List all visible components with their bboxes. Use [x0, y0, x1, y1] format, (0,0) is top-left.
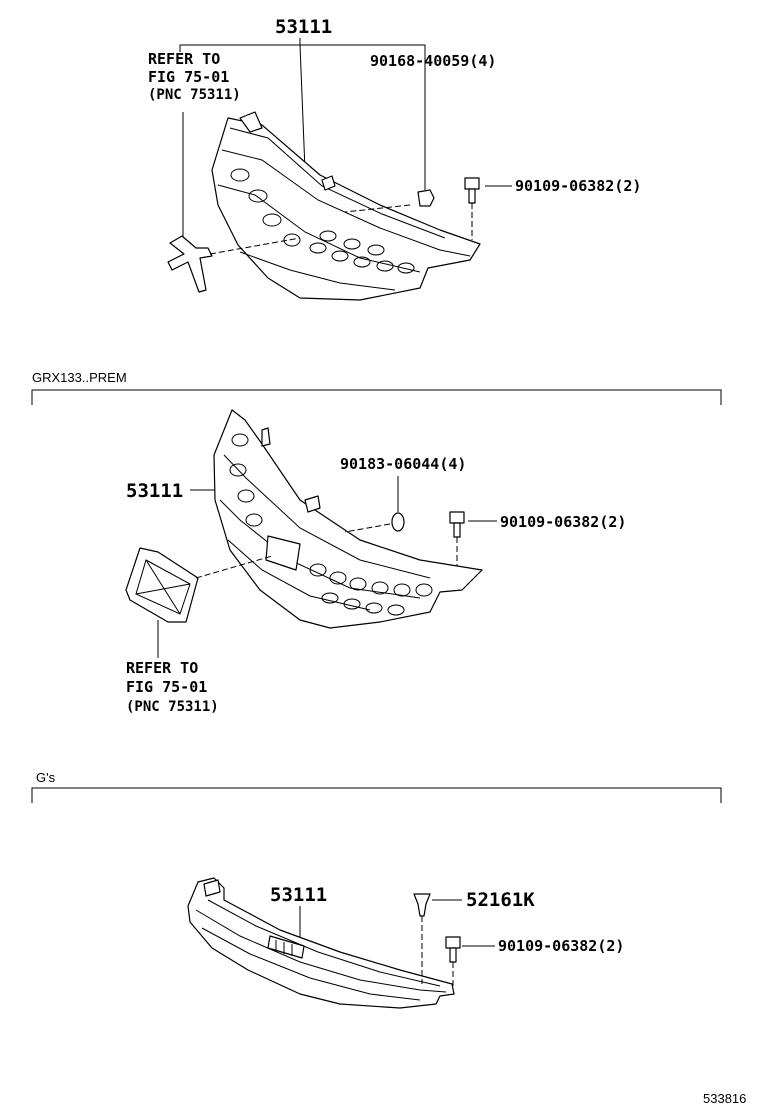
bolt-icon: [445, 936, 461, 990]
section-1: 53111 REFER TO FIG 75-01 (PNC 75311) 901…: [148, 16, 641, 301]
clip-icon: [344, 512, 405, 533]
refer-to-label: REFER TO: [148, 50, 220, 68]
figure-id: 533816: [703, 1091, 746, 1106]
leader-bracket: [179, 44, 426, 190]
refer-pnc-label: (PNC 75311): [126, 699, 219, 715]
part-number-53111: 53111: [275, 16, 332, 38]
part-number-clip: 52161K: [466, 889, 535, 911]
grille-panel-illustration: [187, 877, 455, 1009]
emblem-frame-illustration: [125, 547, 199, 623]
bolt-icon: [449, 511, 465, 566]
section-bracket: [31, 787, 722, 803]
alignment-line: [195, 555, 273, 579]
clip-icon: [344, 188, 435, 213]
alignment-line: [209, 237, 301, 255]
emblem-illustration: [167, 235, 213, 293]
leader-line: [299, 44, 306, 171]
part-number-bolt: 90109-06382(2): [515, 177, 641, 195]
radiator-grille-illustration: [211, 111, 481, 301]
part-number-bolt: 90109-06382(2): [500, 513, 626, 531]
section-bracket: [31, 389, 722, 405]
part-number-bolt: 90109-06382(2): [498, 937, 624, 955]
section-3: G's 53111 52161K 90109-06382(2): [31, 770, 722, 1009]
radiator-grille-illustration: [213, 409, 483, 629]
section-header: G's: [36, 770, 56, 785]
refer-fig-label: FIG 75-01: [148, 68, 229, 86]
refer-fig-label: FIG 75-01: [126, 678, 207, 696]
refer-pnc-label: (PNC 75311): [148, 87, 241, 103]
section-2: GRX133..PREM 53111 90183-06044(4) 90109-…: [31, 370, 722, 715]
part-number-53111: 53111: [270, 884, 327, 906]
section-header: GRX133..PREM: [32, 370, 127, 385]
bolt-icon: [464, 177, 480, 240]
part-number-clip: 90183-06044(4): [340, 455, 466, 473]
clip-icon: [413, 893, 431, 984]
part-number-53111: 53111: [126, 480, 183, 502]
part-number-clip: 90168-40059(4): [370, 52, 496, 70]
refer-to-label: REFER TO: [126, 659, 198, 677]
